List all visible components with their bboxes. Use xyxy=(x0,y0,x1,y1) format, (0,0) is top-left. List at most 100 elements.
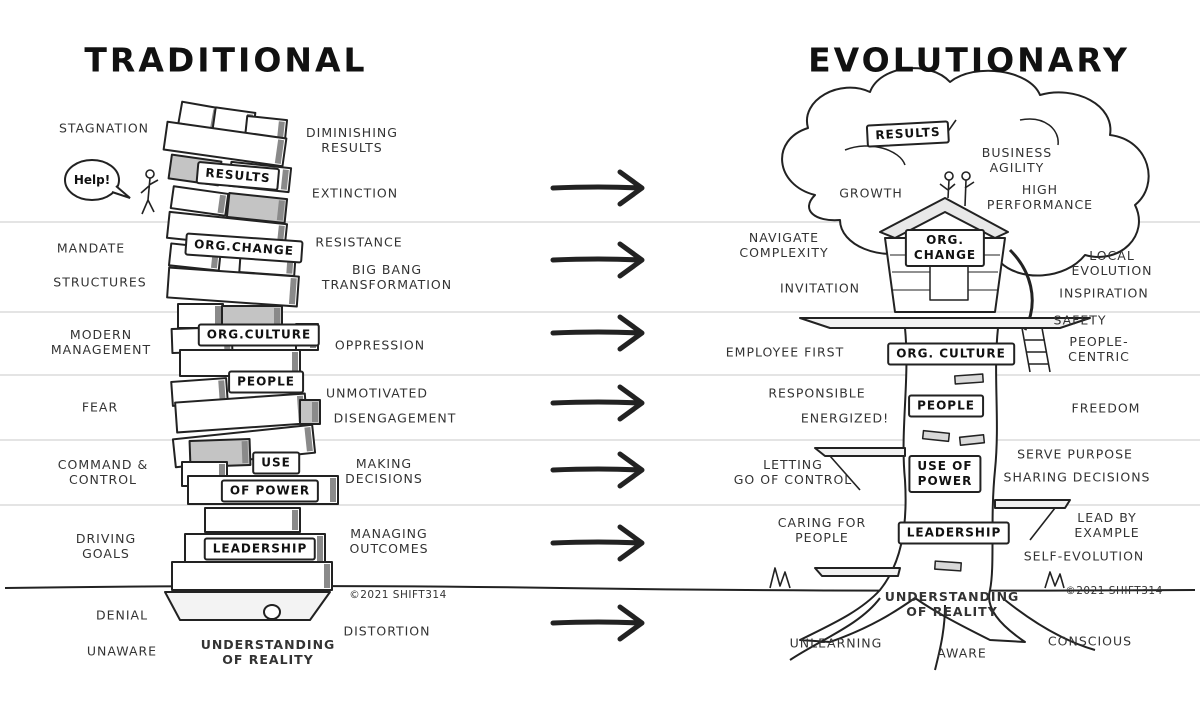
right-arrow-icon xyxy=(550,384,645,422)
note-disengagement: DISENGAGEMENT xyxy=(333,410,457,426)
jenga-block-shadow xyxy=(324,564,330,588)
tree-root xyxy=(1004,599,1096,651)
note-sharing-decisions: SHARING DECISIONS xyxy=(1003,469,1151,485)
jenga-block-shadow xyxy=(218,380,226,401)
note-command-control: COMMAND & CONTROL xyxy=(57,457,149,487)
right-arrow-icon xyxy=(550,241,645,279)
tree-sign-use-of-power: USE OF POWER xyxy=(908,455,982,493)
jenga-block xyxy=(171,561,333,591)
grass-tuft xyxy=(769,567,791,589)
jenga-block xyxy=(166,266,300,308)
note-people-centric: PEOPLE- CENTRIC xyxy=(1068,334,1130,364)
right-arrow-icon xyxy=(550,604,645,642)
jenga-block-shadow xyxy=(241,441,249,464)
note-mandate: MANDATE xyxy=(56,240,126,256)
note-safety: SAFETY xyxy=(1053,312,1107,328)
title-evolutionary: EVOLUTIONARY xyxy=(808,40,1130,80)
tree-sign-org-change: ORG. CHANGE xyxy=(904,229,986,267)
note-making-decisions: MAKING DECISIONS xyxy=(345,456,423,486)
note-unaware: UNAWARE xyxy=(86,643,158,659)
note-navigate-complexity: NAVIGATE COMPLEXITY xyxy=(739,230,829,260)
right-arrow-icon xyxy=(550,524,645,562)
grass-tuft xyxy=(1044,571,1065,589)
note-distortion: DISTORTION xyxy=(343,623,431,639)
tower-sign-leadership: LEADERSHIP xyxy=(203,537,317,561)
right-arrow-icon xyxy=(550,314,645,352)
right-platform xyxy=(994,499,1071,509)
note-modern-management: MODERN MANAGEMENT xyxy=(50,327,152,357)
jenga-block-shadow xyxy=(215,306,221,326)
help-speech-bubble xyxy=(64,159,131,201)
note-unlearning: UNLEARNING xyxy=(789,635,883,651)
jenga-block-shadow xyxy=(292,352,298,374)
copyright-evolutionary: ©2021 SHIFT314 xyxy=(1065,585,1163,597)
note-structures: STRUCTURES xyxy=(53,274,147,290)
jenga-block-shadow xyxy=(288,278,297,305)
note-driving-goals: DRIVING GOALS xyxy=(75,531,137,561)
note-stagnation: STAGNATION xyxy=(58,120,150,136)
jenga-block-shadow xyxy=(317,536,323,562)
jenga-block-shadow xyxy=(280,169,289,190)
note-local-evolution: LOCAL EVOLUTION xyxy=(1071,248,1153,278)
treehouse-ladder xyxy=(1021,327,1051,373)
note-aware: AWARE xyxy=(937,645,987,661)
jenga-block xyxy=(169,185,230,217)
note-caring-for-people: CARING FOR PEOPLE xyxy=(777,515,867,545)
jenga-block-shadow xyxy=(274,308,280,326)
upper-platform xyxy=(799,317,1091,329)
note-energized: ENERGIZED! xyxy=(800,410,890,426)
left-platform xyxy=(814,447,906,457)
note-denial: DENIAL xyxy=(95,607,149,623)
jenga-block-shadow xyxy=(219,464,225,484)
jenga-block-shadow xyxy=(217,194,227,214)
tower-sign-org-culture: ORG.CULTURE xyxy=(197,323,321,347)
canopy-detail xyxy=(1019,118,1059,146)
note-extinction: EXTINCTION xyxy=(311,185,399,201)
tree-sign-leadership: LEADERSHIP xyxy=(897,521,1011,545)
copyright-traditional: ©2021 SHIFT314 xyxy=(349,589,447,601)
tower-label-understanding: UNDERSTANDING OF REALITY xyxy=(200,637,336,667)
note-fear: FEAR xyxy=(81,399,119,415)
tower-sign-of-power: OF POWER xyxy=(220,479,320,503)
note-letting-go-of-control: LETTING GO OF CONTROL xyxy=(733,457,853,487)
jenga-block-shadow xyxy=(274,139,285,164)
help-bubble-text: Help! xyxy=(73,173,111,187)
note-resistance: RESISTANCE xyxy=(315,234,403,250)
treehouse-window xyxy=(929,261,969,301)
tower-base-wheel xyxy=(263,604,281,620)
note-high-performance: HIGH PERFORMANCE xyxy=(986,182,1094,212)
tree-sign-people: PEOPLE xyxy=(908,394,984,418)
roof-figures xyxy=(939,171,975,207)
note-managing-outcomes: MANAGING OUTCOMES xyxy=(349,526,429,556)
note-conscious: CONSCIOUS xyxy=(1047,633,1133,649)
note-inspiration: INSPIRATION xyxy=(1059,285,1149,301)
jenga-block xyxy=(162,120,288,168)
note-unmotivated: UNMOTIVATED xyxy=(326,385,428,401)
note-invitation: INVITATION xyxy=(779,280,861,296)
jenga-block-shadow xyxy=(276,121,285,140)
tree-root xyxy=(789,597,881,661)
climbing-figure xyxy=(140,169,159,215)
right-arrow-icon xyxy=(550,169,645,207)
tree-sign-org-culture: ORG. CULTURE xyxy=(887,342,1015,366)
note-diminishing-results: DIMINISHING RESULTS xyxy=(306,125,398,155)
jenga-block xyxy=(225,192,289,224)
tree-root xyxy=(934,604,946,671)
note-lead-by-example: LEAD BY EXAMPLE xyxy=(1074,510,1140,540)
note-self-evolution: SELF-EVOLUTION xyxy=(1023,548,1145,564)
tree-label-understanding: UNDERSTANDING OF REALITY xyxy=(884,589,1020,619)
tower-base-board xyxy=(164,591,331,621)
note-big-bang-transformation: BIG BANG TRANSFORMATION xyxy=(321,262,453,292)
tower-sign-people: PEOPLE xyxy=(228,370,304,394)
note-oppression: OPPRESSION xyxy=(334,337,426,353)
note-responsible: RESPONSIBLE xyxy=(768,385,866,401)
trunk-pegs xyxy=(921,373,986,572)
note-serve-purpose: SERVE PURPOSE xyxy=(1017,446,1133,462)
canopy-detail xyxy=(844,145,906,166)
jenga-block-shadow xyxy=(330,478,336,502)
note-business-agility: BUSINESS AGILITY xyxy=(981,145,1053,175)
jenga-block-shadow xyxy=(276,200,285,221)
jenga-block-shadow xyxy=(304,426,313,452)
